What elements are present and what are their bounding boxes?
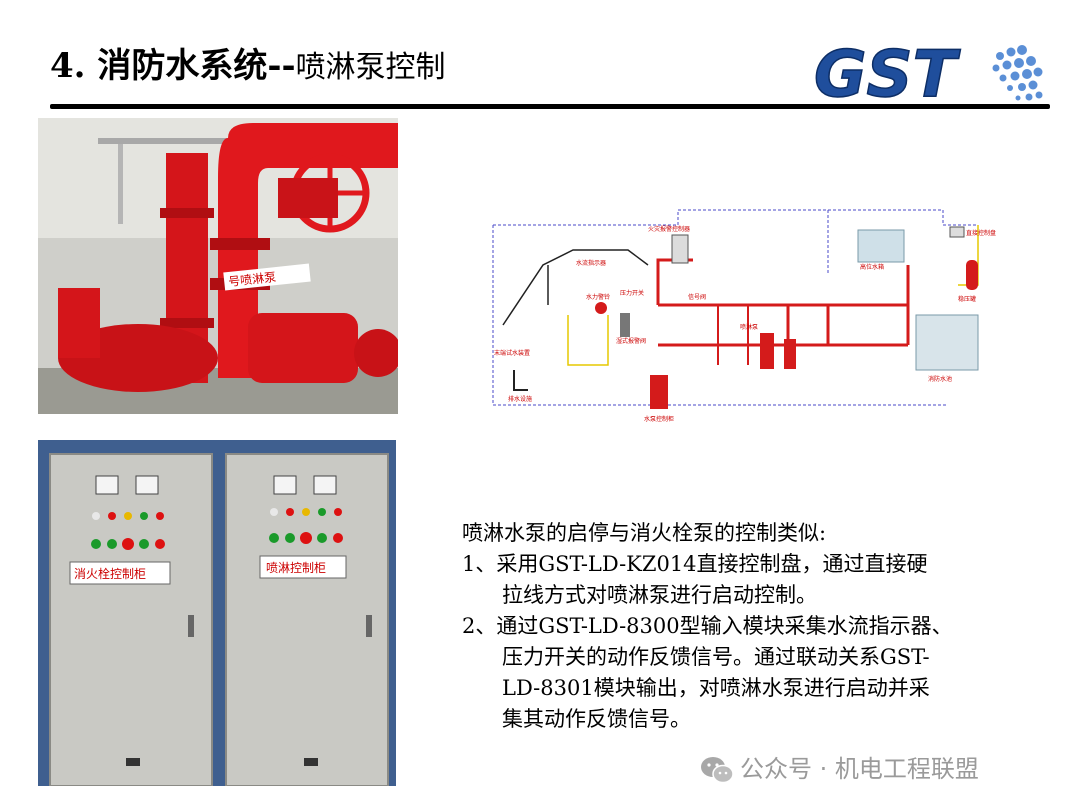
diagram-pressure-tank: 稳压罐 — [958, 295, 976, 303]
left-cabinet-label: 消火栓控制柜 — [74, 566, 146, 581]
diagram-flow-indicator: 水流指示器 — [576, 259, 606, 267]
title-sub: 喷淋泵控制 — [295, 50, 446, 85]
title-divider — [50, 104, 1050, 109]
diagram-tank: 消防水池 — [928, 375, 952, 383]
body-item2-line2: 压力开关的动作反馈信号。通过联动关系GST- — [502, 645, 930, 669]
diagram-control-panel: 直接控制盘 — [966, 229, 996, 237]
diagram-signal-valve: 信号阀 — [688, 293, 706, 301]
gst-logo: GST — [810, 37, 1050, 113]
diagram-drain: 排水设施 — [508, 395, 532, 403]
sprinkler-pump-photo: 号喷淋泵 — [38, 118, 398, 414]
diagram-water-bell: 水力警铃 — [586, 293, 610, 301]
title-main: 4. 消防水系统-- — [50, 46, 296, 86]
diagram-pressure-switch: 压力开关 — [620, 289, 644, 297]
pump-label: 号喷淋泵 — [228, 270, 277, 289]
sprinkler-system-diagram: 火灾报警控制器 高位水箱 直接控制盘 稳压罐 消防水池 喷淋泵 水力警铃 湿式报… — [488, 205, 1048, 445]
right-cabinet-label: 喷淋控制柜 — [266, 561, 326, 575]
wechat-icon — [700, 755, 734, 785]
diagram-wet-valve: 湿式报警阀 — [616, 337, 646, 345]
control-cabinet-photo: 消火栓控制柜 喷淋控制柜 — [38, 440, 396, 786]
body-intro: 喷淋水泵的启停与消火栓泵的控制类似: — [462, 521, 827, 545]
diagram-fire-alarm: 火灾报警控制器 — [648, 225, 690, 233]
watermark: 公众号 · 机电工程联盟 — [700, 749, 979, 785]
body-item1-line1: 1、采用GST-LD-KZ014直接控制盘，通过直接硬 — [462, 552, 928, 576]
diagram-end-test: 末端试水装置 — [494, 349, 530, 357]
gst-logo-text: GST — [814, 38, 961, 108]
body-text: 喷淋水泵的启停与消火栓泵的控制类似: 1、采用GST-LD-KZ014直接控制盘… — [462, 518, 1062, 735]
body-item2-line1: 2、通过GST-LD-8300型输入模块采集水流指示器、 — [462, 614, 953, 638]
watermark-text: 公众号 · 机电工程联盟 — [740, 755, 979, 783]
body-item1-line2: 拉线方式对喷淋泵进行启动控制。 — [502, 583, 817, 607]
diagram-pump: 喷淋泵 — [740, 323, 758, 331]
slide-title: 4. 消防水系统--喷淋泵控制 — [50, 38, 446, 87]
diagram-pump-cabinet: 水泵控制柜 — [644, 415, 674, 423]
diagram-roof-tank: 高位水箱 — [860, 263, 884, 271]
body-item2-line3: LD-8301模块输出，对喷淋水泵进行启动并采 — [502, 676, 930, 700]
body-item2-line4: 集其动作反馈信号。 — [502, 707, 691, 731]
